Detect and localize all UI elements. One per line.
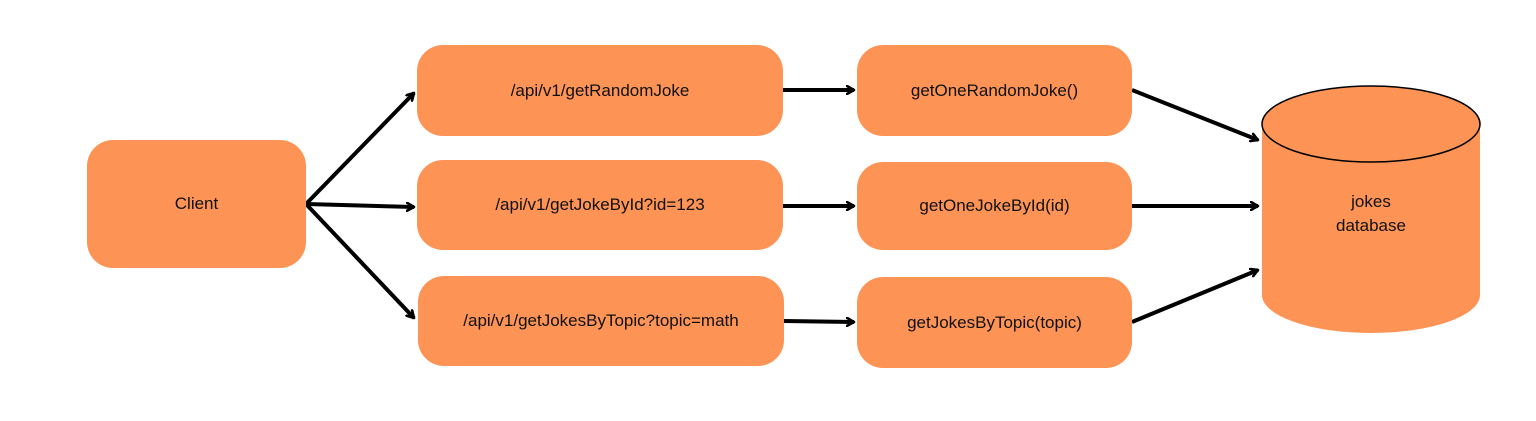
endpoint-node-jokes-by-topic: /api/v1/getJokesByTopic?topic=math: [418, 276, 784, 366]
arrow-client-to-endpoint-2: [305, 204, 414, 207]
endpoint-label: /api/v1/getJokesByTopic?topic=math: [463, 311, 739, 330]
function-label: getJokesByTopic(topic): [907, 312, 1082, 332]
endpoint-node-random-joke: /api/v1/getRandomJoke: [417, 45, 783, 136]
database-label: jokes database: [1262, 190, 1480, 238]
function-node-joke-by-id: getOneJokeById(id): [857, 162, 1132, 250]
database-label-line-2: database: [1336, 216, 1406, 235]
endpoint-label: /api/v1/getJokeById?id=123: [495, 195, 705, 214]
function-label: getOneRandomJoke(): [910, 80, 1079, 100]
function-node-random-joke: getOneRandomJoke(): [857, 45, 1132, 136]
function-node-jokes-by-topic: getJokesByTopic(topic): [857, 277, 1132, 368]
client-node: Client: [87, 140, 306, 268]
arrow-endpoint-3-to-function-3: [783, 321, 854, 322]
database-cylinder: [1261, 85, 1481, 333]
client-label: Client: [174, 194, 219, 213]
endpoint-node-joke-by-id: /api/v1/getJokeById?id=123: [417, 160, 783, 250]
database-label-line-1: jokes: [1351, 192, 1391, 211]
arrow-client-to-endpoint-1: [304, 91, 416, 206]
arrow-function-3-to-database: [1131, 270, 1258, 324]
function-label: getOneJokeById(id): [919, 196, 1070, 215]
endpoint-label: /api/v1/getRandomJoke: [510, 80, 690, 100]
arrow-client-to-endpoint-3: [304, 202, 416, 320]
arrow-function-1-to-database: [1131, 88, 1258, 140]
